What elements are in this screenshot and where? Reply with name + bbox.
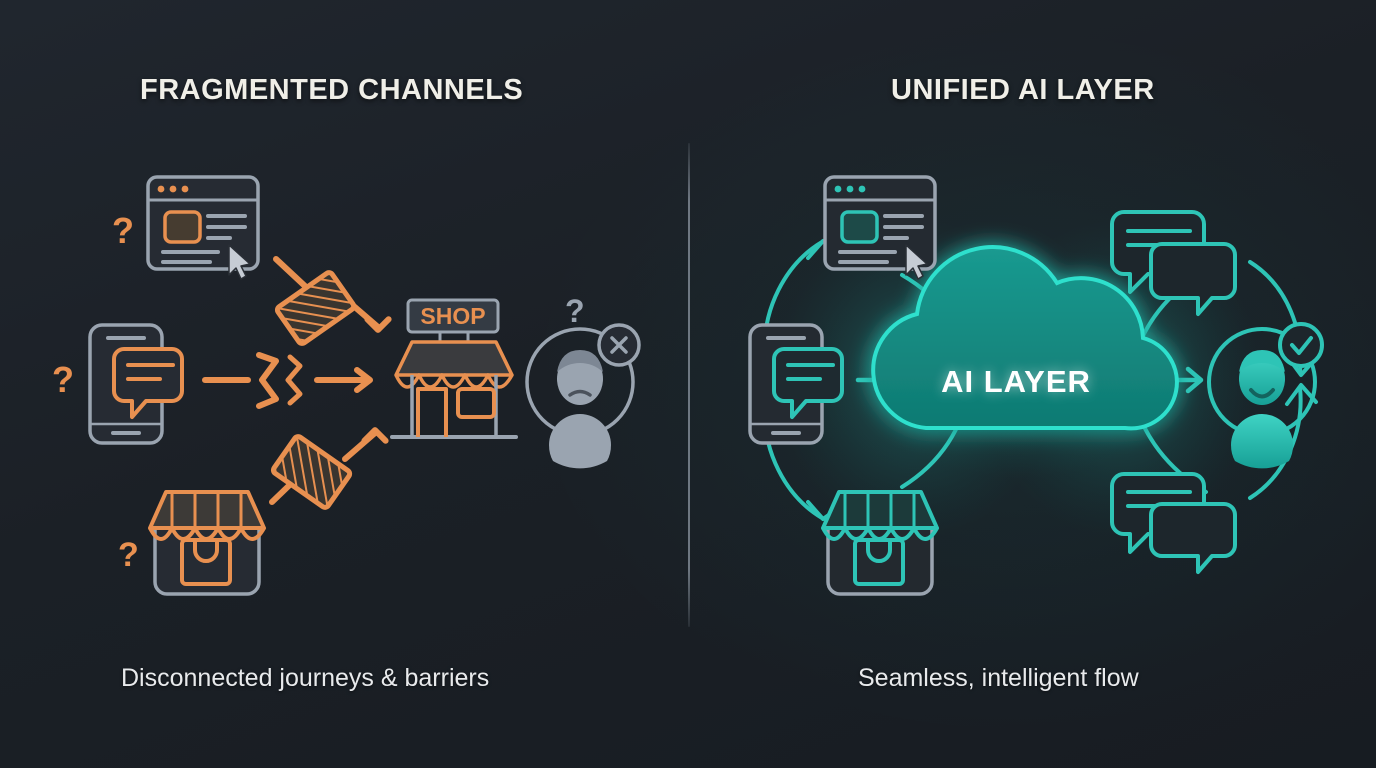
question-mark-icon: ? [52,359,74,400]
left-panel-caption: Disconnected journeys & barriers [121,664,490,692]
right-panel-scene: AI LAYER [690,0,1376,768]
confused-customer-icon [525,323,641,469]
broken-arrow-middle [202,352,373,409]
shopping-bag-icon [180,538,232,586]
mobile-phone-icon [88,323,184,445]
shop-destination-icon: SHOP [390,298,518,439]
browser-window-icon [146,175,260,280]
question-mark-icon: ? [118,536,139,574]
question-mark-icon: ? [565,293,585,329]
broken-arrow-top [273,256,392,346]
satisfied-customer-icon [1207,322,1324,469]
shop-sign-label: SHOP [420,303,485,329]
browser-window-icon [823,175,937,280]
cursor-icon [905,244,928,280]
chat-bubble-icon [112,347,184,419]
cursor-icon [228,244,251,280]
chat-bubble-icon [772,347,844,419]
ai-layer-label: AI LAYER [941,364,1091,399]
chat-bubbles-bottom-icon [1110,472,1237,574]
shopping-bag-icon [853,538,905,586]
left-panel-scene: ? ? ? [52,175,641,596]
broken-arrow-bottom [269,427,389,510]
ai-layer-cloud: AI LAYER [871,245,1179,431]
question-mark-icon: ? [112,210,134,251]
storefront-icon [148,490,266,596]
storefront-icon [821,490,939,596]
right-panel-title: UNIFIED AI LAYER [891,74,1155,106]
panel-divider [688,143,690,627]
barrier-icon [274,270,357,346]
barrier-icon [270,434,353,510]
mobile-phone-icon [748,323,844,445]
chat-bubbles-top-icon [1110,210,1237,316]
check-badge-icon [1290,336,1313,355]
right-panel-caption: Seamless, intelligent flow [858,664,1139,692]
left-panel-title: FRAGMENTED CHANNELS [140,74,524,106]
